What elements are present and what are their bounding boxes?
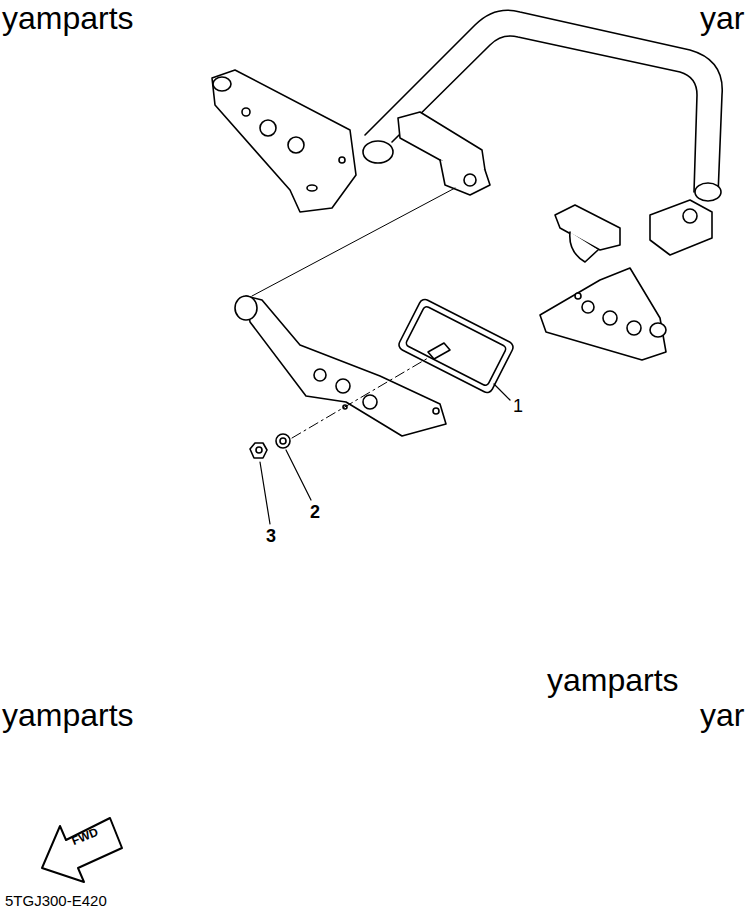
- callout-number: 2: [310, 503, 320, 521]
- pivot: [650, 323, 666, 337]
- tube-end: [363, 141, 393, 163]
- hole: [260, 120, 276, 136]
- hole: [627, 321, 641, 335]
- clamp: [440, 160, 490, 195]
- washer: [280, 438, 286, 444]
- guard-tube: [365, 10, 722, 195]
- hole: [288, 137, 304, 153]
- bracket-plate: [212, 70, 356, 212]
- figure-code: 5TGJ300-E420: [5, 893, 107, 908]
- hole: [339, 157, 345, 163]
- callout-number: 1: [513, 397, 523, 415]
- clamp-hole: [464, 174, 476, 186]
- watermark: yamparts: [2, 2, 134, 34]
- forward-arrow: [42, 818, 122, 882]
- hole: [433, 408, 439, 414]
- leader-line: [286, 450, 311, 500]
- pivot: [213, 77, 231, 91]
- hole: [575, 293, 581, 299]
- leader-line: [494, 384, 510, 400]
- hole: [603, 311, 617, 325]
- washer: [276, 434, 290, 448]
- bracket-plate: [540, 268, 666, 360]
- leader-line: [260, 462, 270, 524]
- watermark: yamparts: [547, 664, 679, 696]
- hole: [242, 108, 250, 116]
- hole: [363, 395, 377, 409]
- nut: [256, 447, 262, 453]
- pivot: [235, 296, 257, 320]
- assembly-line: [252, 188, 455, 296]
- hole: [307, 185, 317, 191]
- tube-end: [695, 183, 721, 201]
- clamp: [570, 232, 598, 262]
- assembly-line: [292, 358, 428, 438]
- watermark: yar: [700, 2, 744, 34]
- hole: [314, 369, 326, 381]
- clamp-hole: [683, 209, 697, 223]
- nut: [250, 443, 267, 458]
- reflector: [397, 297, 515, 394]
- direction-label: FWD: [70, 826, 100, 847]
- guard-tube: [392, 36, 697, 192]
- hole: [582, 301, 594, 313]
- watermark: yamparts: [2, 699, 134, 731]
- hole: [336, 379, 350, 393]
- clamp: [650, 200, 712, 255]
- stud: [428, 343, 450, 359]
- watermark: yar: [700, 699, 744, 731]
- callout-number: 3: [266, 527, 276, 545]
